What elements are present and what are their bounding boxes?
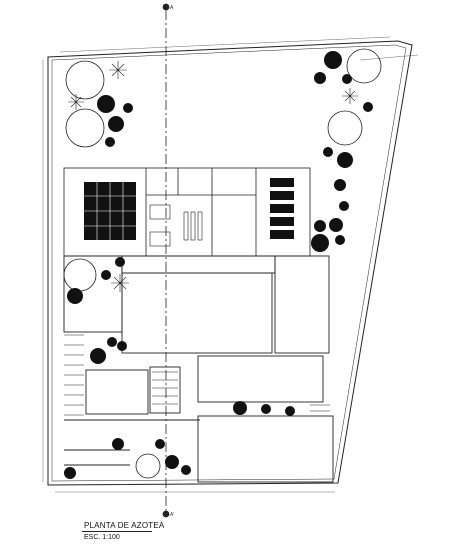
drawing-scale: ESC. 1:100 <box>84 534 120 541</box>
title-underline <box>82 531 152 532</box>
dimension-lines <box>42 36 419 493</box>
water-heaters <box>270 178 294 239</box>
palm-trees <box>68 61 358 292</box>
section-marker-top: A <box>170 5 174 11</box>
roof-slabs <box>63 255 334 483</box>
section-marker-bottom: A' <box>170 512 175 518</box>
solar-panel-grid <box>84 182 136 240</box>
section-line <box>162 3 170 518</box>
stairs <box>64 334 330 416</box>
property-boundary <box>47 40 413 486</box>
drawing-title: PLANTA DE AZOTEA <box>84 521 165 530</box>
equipment <box>149 204 203 247</box>
upper-block <box>63 167 311 257</box>
shrubs <box>64 51 373 479</box>
